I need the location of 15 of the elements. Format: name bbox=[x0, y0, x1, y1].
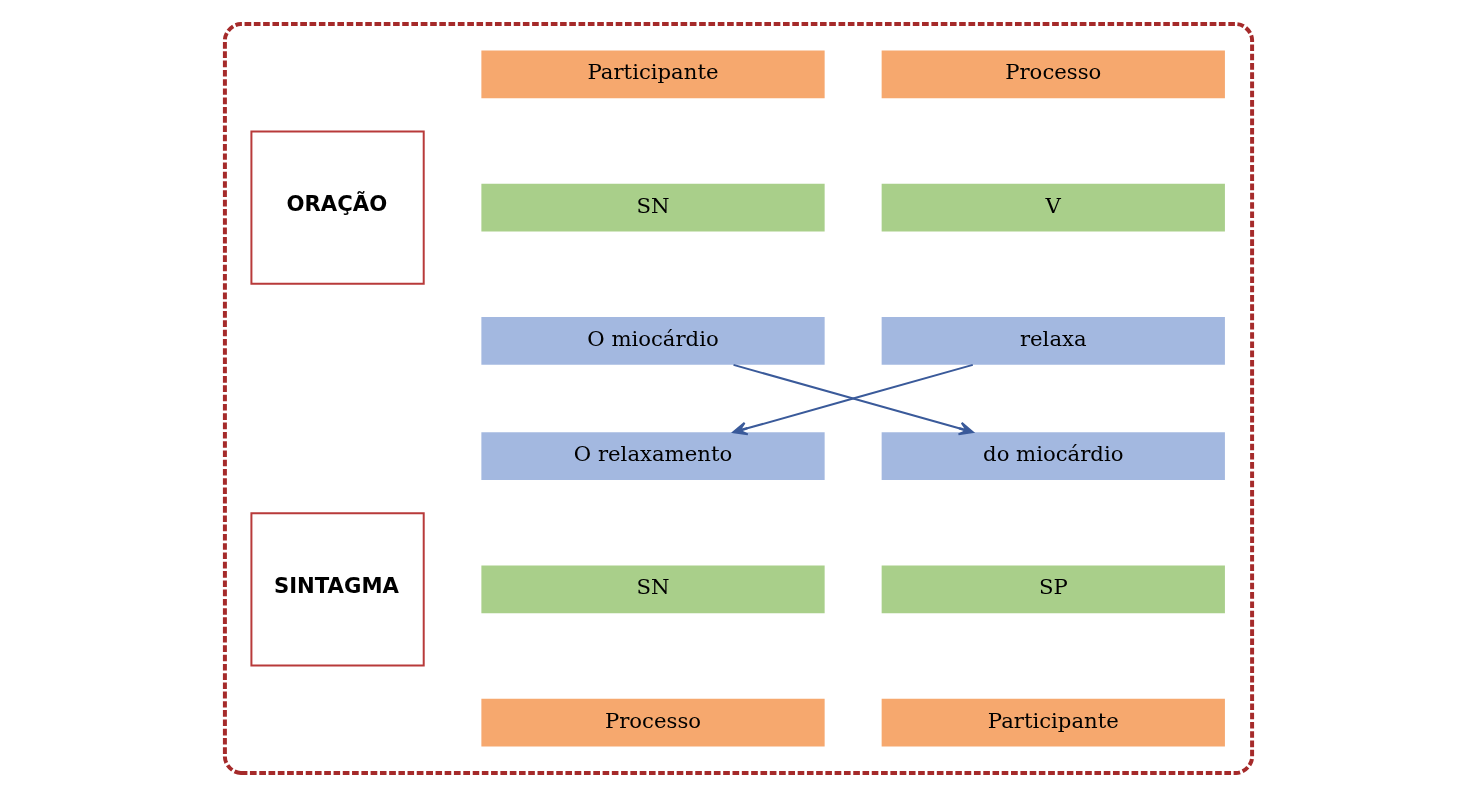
node-box: ORAÇÃO bbox=[249, 130, 425, 285]
node-box: SINTAGMA bbox=[249, 512, 425, 667]
node-box: SN bbox=[480, 565, 825, 614]
node-box: Participante bbox=[480, 50, 825, 99]
node-box: O relaxamento bbox=[480, 432, 825, 480]
node-box: V bbox=[881, 183, 1225, 232]
node-box: Participante bbox=[881, 698, 1225, 747]
node-box: SN bbox=[480, 183, 825, 232]
node-box: do miocárdio bbox=[881, 432, 1225, 480]
cluster bbox=[222, 22, 1254, 775]
node-box: SP bbox=[881, 565, 1225, 614]
node-box: O miocárdio bbox=[480, 317, 825, 365]
node-box: Processo bbox=[480, 698, 825, 747]
node-box: relaxa bbox=[881, 317, 1225, 365]
node-box: Processo bbox=[881, 50, 1225, 99]
